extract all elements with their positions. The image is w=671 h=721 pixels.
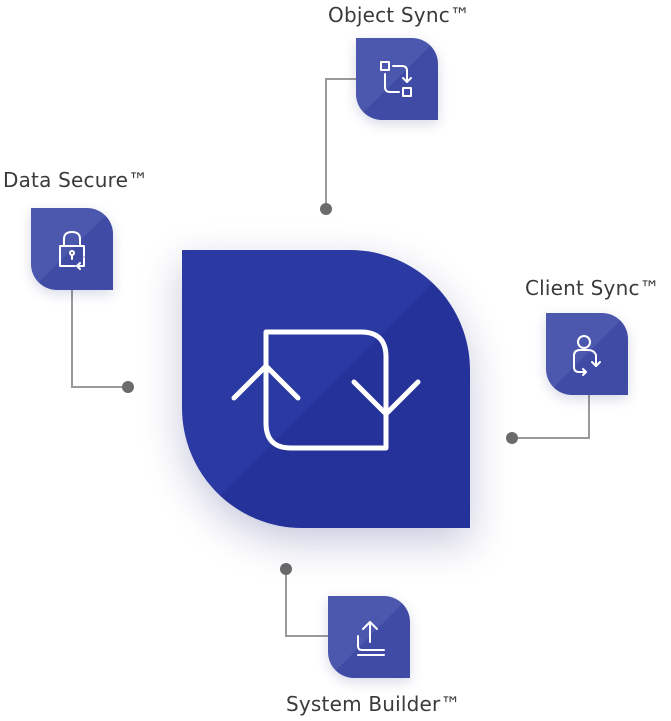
data-secure-label: Data Secure™ bbox=[3, 168, 149, 192]
sync-icon bbox=[231, 329, 421, 451]
system-builder-tile[interactable] bbox=[328, 596, 410, 678]
connector-client-sync bbox=[513, 394, 590, 439]
connector-data-secure bbox=[71, 290, 128, 388]
client-sync-tile[interactable] bbox=[546, 313, 628, 395]
upload-icon bbox=[357, 621, 385, 656]
padlock-icon bbox=[59, 231, 85, 270]
connector-dot-data-secure bbox=[122, 381, 134, 393]
connector-dot-system-builder bbox=[280, 563, 292, 575]
object-sync-icon bbox=[380, 61, 412, 97]
connector-object-sync bbox=[325, 78, 356, 208]
object-sync-label: Object Sync™ bbox=[328, 3, 471, 27]
data-secure-tile[interactable] bbox=[31, 208, 113, 290]
connector-system-builder bbox=[285, 569, 328, 637]
user-sync-icon bbox=[573, 335, 601, 376]
connector-dot-client-sync bbox=[506, 432, 518, 444]
client-sync-label: Client Sync™ bbox=[525, 276, 660, 300]
system-builder-label: System Builder™ bbox=[286, 692, 461, 716]
connector-dot-object-sync bbox=[320, 203, 332, 215]
object-sync-tile[interactable] bbox=[356, 38, 438, 120]
central-hub bbox=[182, 250, 470, 528]
